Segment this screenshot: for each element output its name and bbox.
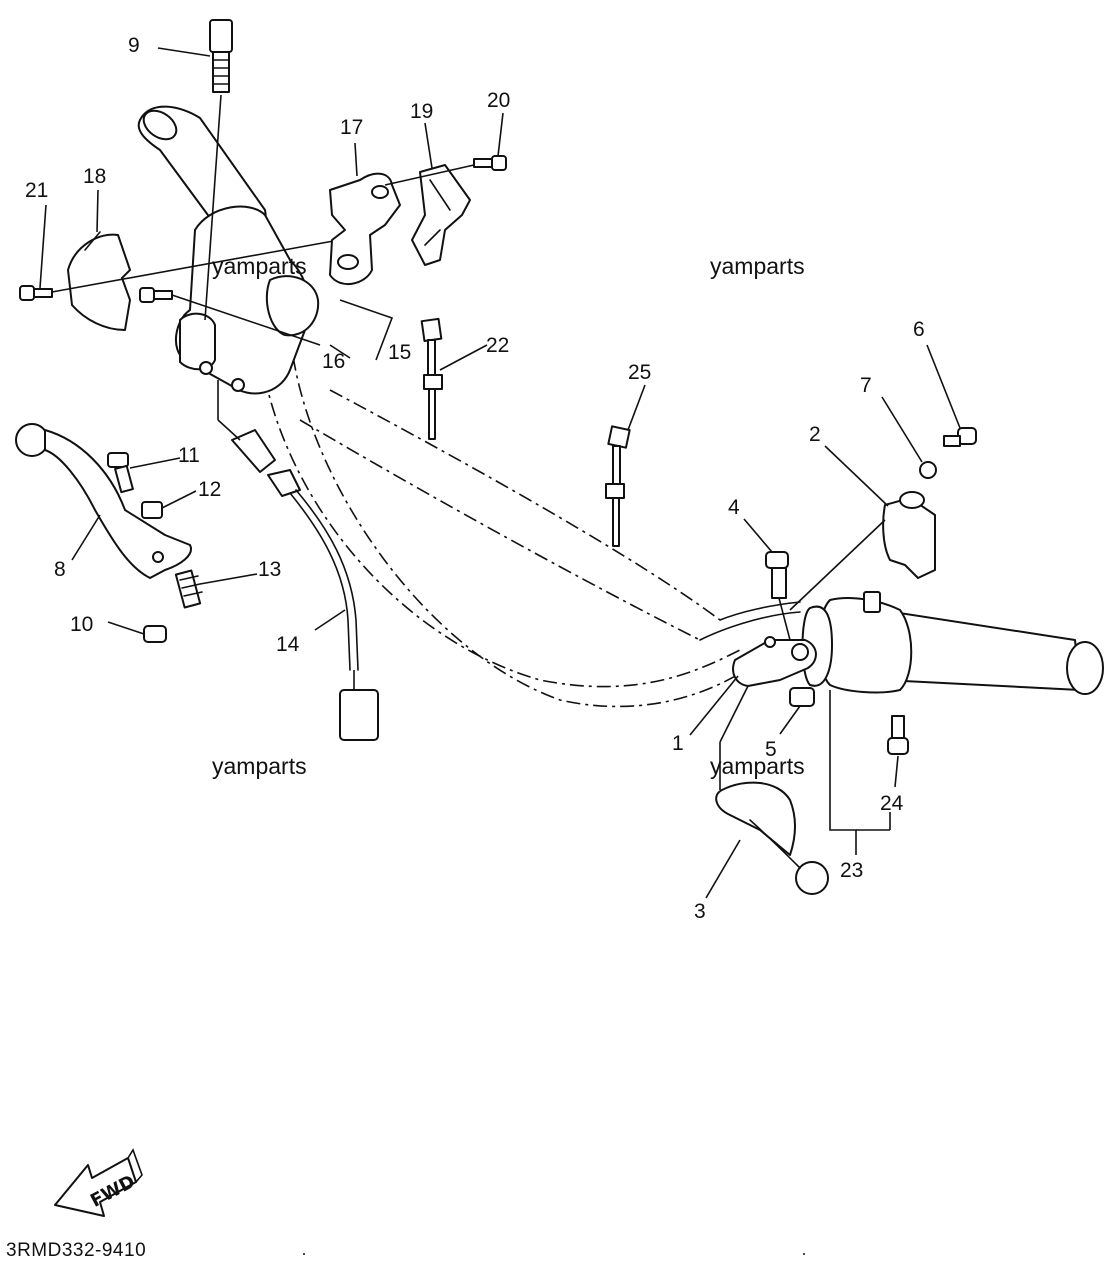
callout-20: 20 <box>487 89 510 112</box>
callout-24: 24 <box>880 792 904 815</box>
callout-19: 19 <box>410 100 433 123</box>
screw-21 <box>19 285 53 301</box>
switch-housing-23 <box>801 591 913 694</box>
callout-25: 25 <box>628 361 651 384</box>
switch-14 <box>217 380 379 741</box>
bolt-11 <box>107 452 134 494</box>
callout-21: 21 <box>25 179 48 202</box>
cable-tie-25 <box>605 425 631 547</box>
callout-17: 17 <box>340 116 363 139</box>
lever-holder-1 <box>732 636 817 687</box>
leader-2-axis <box>789 519 886 611</box>
callout-6: 6 <box>913 318 925 341</box>
clamp-2 <box>882 491 936 579</box>
leader-21-axis <box>51 237 351 293</box>
left-switch-assembly <box>174 205 320 395</box>
callout-leaders <box>39 47 961 899</box>
clutch-lever-8 <box>15 423 192 579</box>
adjuster-13 <box>174 569 203 609</box>
dot <box>303 1253 305 1255</box>
callout-12: 12 <box>198 478 221 501</box>
bolt-4 <box>765 551 791 641</box>
callout-10: 10 <box>70 613 93 636</box>
callout-4: 4 <box>728 496 740 519</box>
callout-22: 22 <box>486 334 509 357</box>
callout-labels: 1 2 3 4 5 6 7 8 9 10 11 12 13 14 15 16 1… <box>25 34 925 923</box>
screw-24 <box>887 715 909 755</box>
forward-arrow-icon: FWD <box>54 1148 143 1217</box>
callout-11: 11 <box>178 444 200 467</box>
callout-15: 15 <box>388 341 411 364</box>
callout-14: 14 <box>276 633 300 656</box>
leader-20-axis <box>384 164 475 186</box>
callout-7: 7 <box>860 374 872 397</box>
dot <box>803 1253 805 1255</box>
holder-17 <box>329 172 401 285</box>
callout-16: 16 <box>322 350 345 373</box>
right-grip <box>879 609 1104 695</box>
screw-20 <box>473 155 507 171</box>
bolt-9 <box>204 19 233 321</box>
callout-18: 18 <box>83 165 106 188</box>
leader-16-axis <box>171 294 321 346</box>
watermark: yamparts <box>710 753 805 779</box>
callout-8: 8 <box>54 558 66 581</box>
nut-10 <box>143 625 167 643</box>
callout-9: 9 <box>128 34 140 57</box>
watermark: yamparts <box>212 753 307 779</box>
cable-tie-22 <box>420 317 443 440</box>
handlebar <box>259 329 801 708</box>
clamp-18 <box>67 231 131 331</box>
washer-7 <box>919 461 937 479</box>
part-code: 3RMD332-9410 <box>6 1240 146 1261</box>
callout-3: 3 <box>694 900 706 923</box>
callout-2: 2 <box>809 423 821 446</box>
watermarks: yamparts yamparts yamparts yamparts <box>212 253 805 779</box>
screw-16 <box>139 287 173 303</box>
callout-1: 1 <box>672 732 684 755</box>
watermark: yamparts <box>710 253 805 279</box>
callout-23: 23 <box>840 859 863 882</box>
callout-13: 13 <box>258 558 281 581</box>
watermark: yamparts <box>212 253 307 279</box>
nut-5 <box>789 687 815 707</box>
nut-12 <box>141 501 163 519</box>
brake-lever-3 <box>715 685 829 895</box>
bracket-19 <box>411 164 471 266</box>
callout-5: 5 <box>765 738 777 761</box>
screw-6 <box>943 427 977 447</box>
